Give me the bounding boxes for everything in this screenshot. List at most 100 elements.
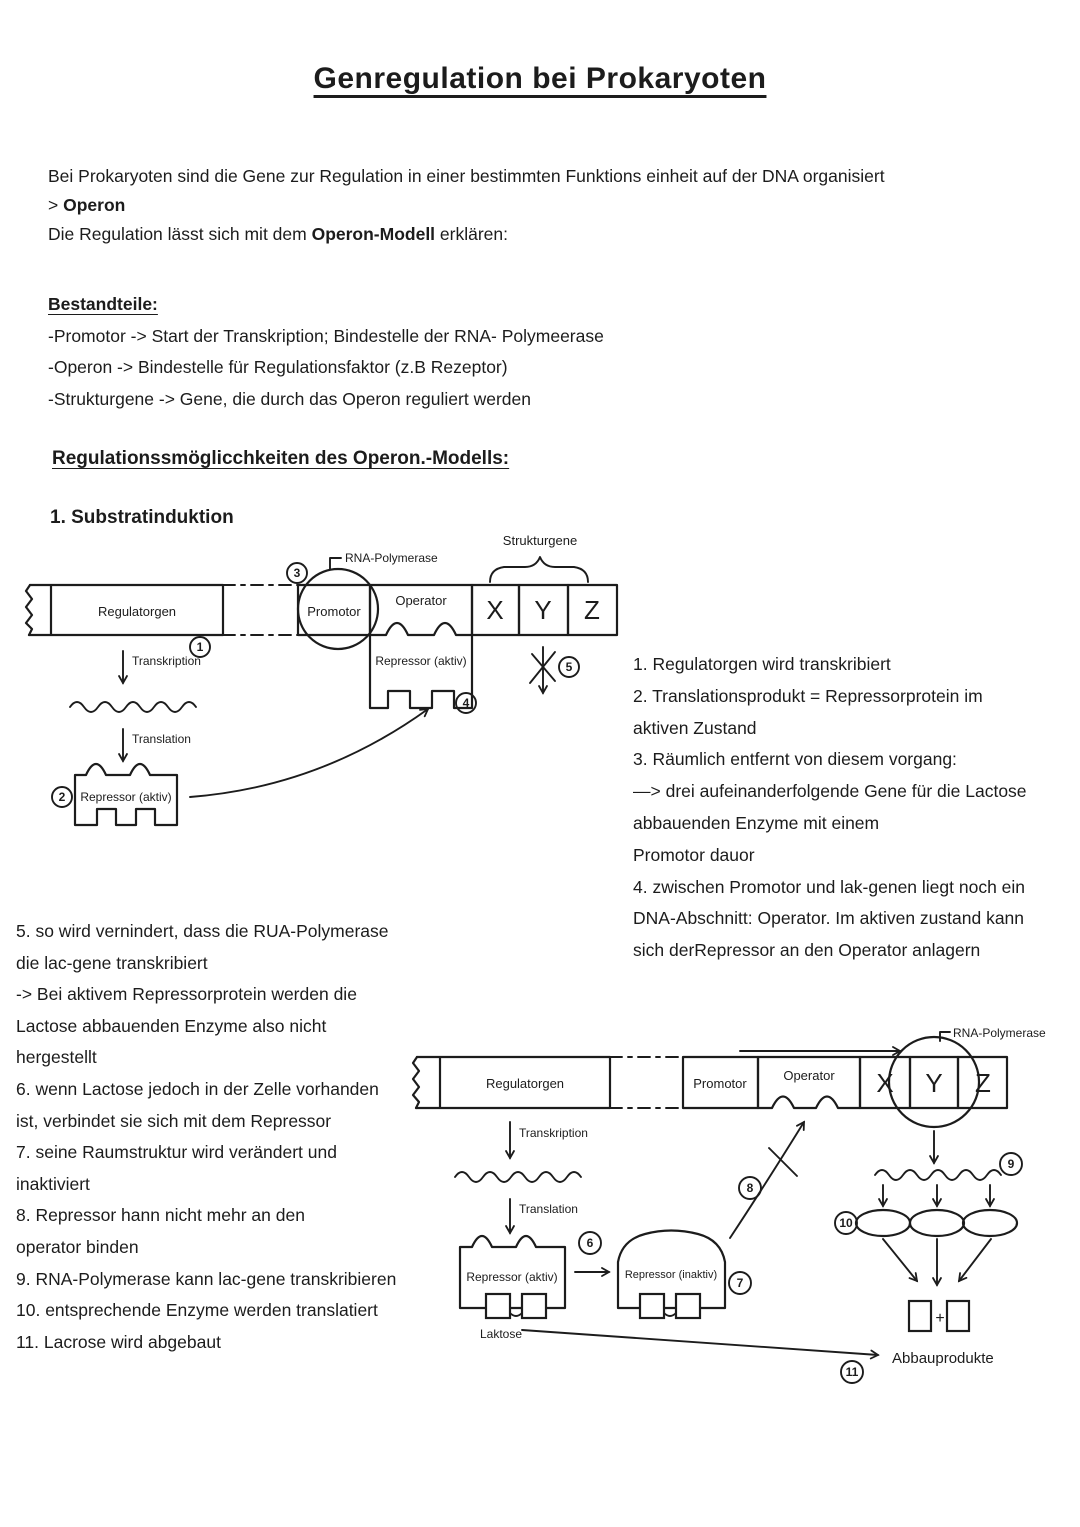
step-line: Promotor dauor — [633, 844, 755, 865]
svg-text:6: 6 — [587, 1236, 594, 1250]
regulation-heading: Regulationssmöglicchkeiten des Operon.-M… — [52, 448, 510, 469]
step-line: ist, verbindet sie sich mit dem Represso… — [16, 1110, 332, 1131]
gene-y-label: Y — [925, 1068, 942, 1098]
step-line: 2. Translationsprodukt = Repressorprotei… — [633, 685, 983, 706]
gene-z-label: Z — [584, 595, 600, 625]
step-line: -> Bei aktivem Repressorprotein werden d… — [16, 984, 357, 1005]
repressor-aktiv-shape — [458, 1234, 567, 1310]
svg-text:4: 4 — [463, 696, 470, 710]
cross-out — [529, 651, 556, 684]
svg-text:11: 11 — [846, 1365, 859, 1379]
operator-label: Operator — [395, 593, 447, 608]
svg-text:7: 7 — [737, 1276, 744, 1290]
translation-label: Translation — [132, 732, 191, 746]
degradation-arrow — [882, 1238, 919, 1283]
blocked-binding-arrow — [729, 1120, 805, 1239]
steps-5-11: 5. so wird vernindert, dass die RUA-Poly… — [16, 916, 426, 1358]
circled-step-4: 4 — [455, 692, 477, 714]
bestandteile-item: -Operon -> Bindestelle für Regulationsfa… — [48, 357, 508, 377]
intro-text: erklären: — [435, 224, 508, 244]
gene-x-label: X — [486, 595, 503, 625]
operon-modell-term: Operon-Modell — [311, 224, 436, 244]
regulatorgen-label: Regulatorgen — [486, 1076, 564, 1091]
promotor-label: Promotor — [693, 1076, 747, 1091]
step-line: operator binden — [16, 1236, 139, 1257]
svg-text:10: 10 — [839, 1216, 853, 1230]
rna-polymerase-label: RNA-Polymerase — [345, 551, 438, 565]
intro-arrow: > — [48, 195, 64, 215]
gene-z-label: Z — [975, 1068, 991, 1098]
strukturgene-label: Strukturgene — [503, 533, 577, 548]
strukturgene-brace — [489, 556, 589, 583]
svg-text:5: 5 — [566, 660, 573, 674]
repressor-aktiv-label: Repressor (aktiv) — [80, 790, 171, 804]
circled-step-6: 6 — [578, 1231, 602, 1255]
enzyme-shape — [908, 1208, 966, 1238]
step-line: DNA-Abschnitt: Operator. Im aktiven zust… — [633, 908, 1025, 929]
mrna-wave — [454, 1171, 582, 1183]
step-line: inaktiviert — [16, 1173, 90, 1194]
step-line: 4. zwischen Promotor und lak-genen liegt… — [633, 876, 1026, 897]
dna-torn-edge — [24, 583, 34, 637]
repressor-bound-shape — [368, 633, 474, 710]
steps-1-4: 1. Regulatorgen wird transkribiert 2. Tr… — [633, 649, 1063, 967]
transkription-label: Transkription — [519, 1126, 588, 1140]
circled-step-5: 5 — [558, 656, 580, 678]
bestandteile-heading: Bestandteile: — [48, 294, 158, 314]
laktose-label: Laktose — [480, 1327, 522, 1341]
gene-z-box — [956, 1055, 1009, 1110]
rna-polymerase-shape — [887, 1035, 981, 1129]
intro-paragraph: Bei Prokaryoten sind die Gene zur Regula… — [48, 162, 885, 249]
step-line: die lac-gene transkribiert — [16, 952, 208, 973]
abbauprodukte-label: Abbauprodukte — [892, 1350, 994, 1367]
circled-step-8: 8 — [738, 1176, 762, 1200]
step-line: 6. wenn Lactose jedoch in der Zelle vorh… — [16, 1078, 379, 1099]
intro-line: Die Regulation lässt sich mit dem Operon… — [48, 220, 885, 249]
circled-step-2: 2 — [51, 786, 73, 808]
regulatorgen-label: Regulatorgen — [98, 604, 176, 619]
step-line: 5. so wird vernindert, dass die RUA-Poly… — [16, 921, 389, 941]
circled-step-9: 9 — [999, 1152, 1023, 1176]
repressor-inaktiv-label: Repressor (inaktiv) — [625, 1269, 717, 1281]
bestandteile-section: Bestandteile: -Promotor -> Start der Tra… — [48, 289, 604, 415]
circled-step-11: 11 — [840, 1360, 864, 1384]
laktose-molecule — [638, 1292, 702, 1320]
svg-text:3: 3 — [294, 566, 301, 580]
step-line: 7. seine Raumstruktur wird verändert und — [16, 1142, 337, 1163]
step-line: 3. Räumlich entfernt von diesem vorgang: — [633, 749, 957, 770]
diagram-lactose-induktion: RNA-Polymerase Regulatorgen Promotor Ope… — [411, 1026, 1046, 1384]
svg-text:2: 2 — [59, 790, 66, 804]
bestandteile-item: -Strukturgene -> Gene, die durch das Ope… — [48, 388, 531, 409]
step-line: 1. Regulatorgen wird transkribiert — [633, 654, 891, 674]
bestandteile-item: -Promotor -> Start der Transkription; Bi… — [48, 325, 604, 346]
diagram-substratinduktion: Strukturgene RNA-Polymerase 3 Regulatorg… — [24, 533, 619, 827]
svg-text:1: 1 — [197, 640, 204, 654]
rna-polymerase-label: RNA-Polymerase — [953, 1026, 1046, 1040]
rna-polymerase-pointer — [939, 1031, 951, 1042]
step-line: 9. RNA-Polymerase kann lac-gene transkri… — [16, 1268, 397, 1289]
section1-heading: 1. Substratinduktion — [50, 507, 234, 528]
regulatorgen-box — [414, 1055, 612, 1110]
step-line: 8. Repressor hann nicht mehr an den — [16, 1205, 305, 1226]
intro-line: > Operon — [48, 191, 885, 220]
repressor-inaktiv-shape — [616, 1229, 727, 1310]
gene-z-box — [566, 583, 619, 637]
circled-step-3: 3 — [286, 562, 308, 584]
operator-box — [368, 583, 474, 637]
enzyme-shape — [854, 1208, 912, 1238]
repressor-bound-label: Repressor (aktiv) — [375, 654, 466, 668]
operon-term: Operon — [63, 195, 126, 215]
transkription-label: Transkription — [132, 654, 201, 668]
repressor-aktiv-label: Repressor (aktiv) — [466, 1270, 557, 1284]
circled-step-1: 1 — [189, 636, 211, 658]
svg-text:8: 8 — [747, 1181, 754, 1195]
translation-label: Translation — [519, 1202, 578, 1216]
intro-line: Bei Prokaryoten sind die Gene zur Regula… — [48, 166, 885, 186]
cross-out — [768, 1147, 798, 1177]
step-line: —> drei aufeinanderfolgende Gene für die… — [633, 781, 1027, 802]
abbauprodukt-shapes: + — [907, 1299, 971, 1333]
plus-sign: + — [935, 1310, 944, 1327]
step-line: hergestellt — [16, 1047, 97, 1068]
regulatorgen-box — [27, 583, 225, 637]
